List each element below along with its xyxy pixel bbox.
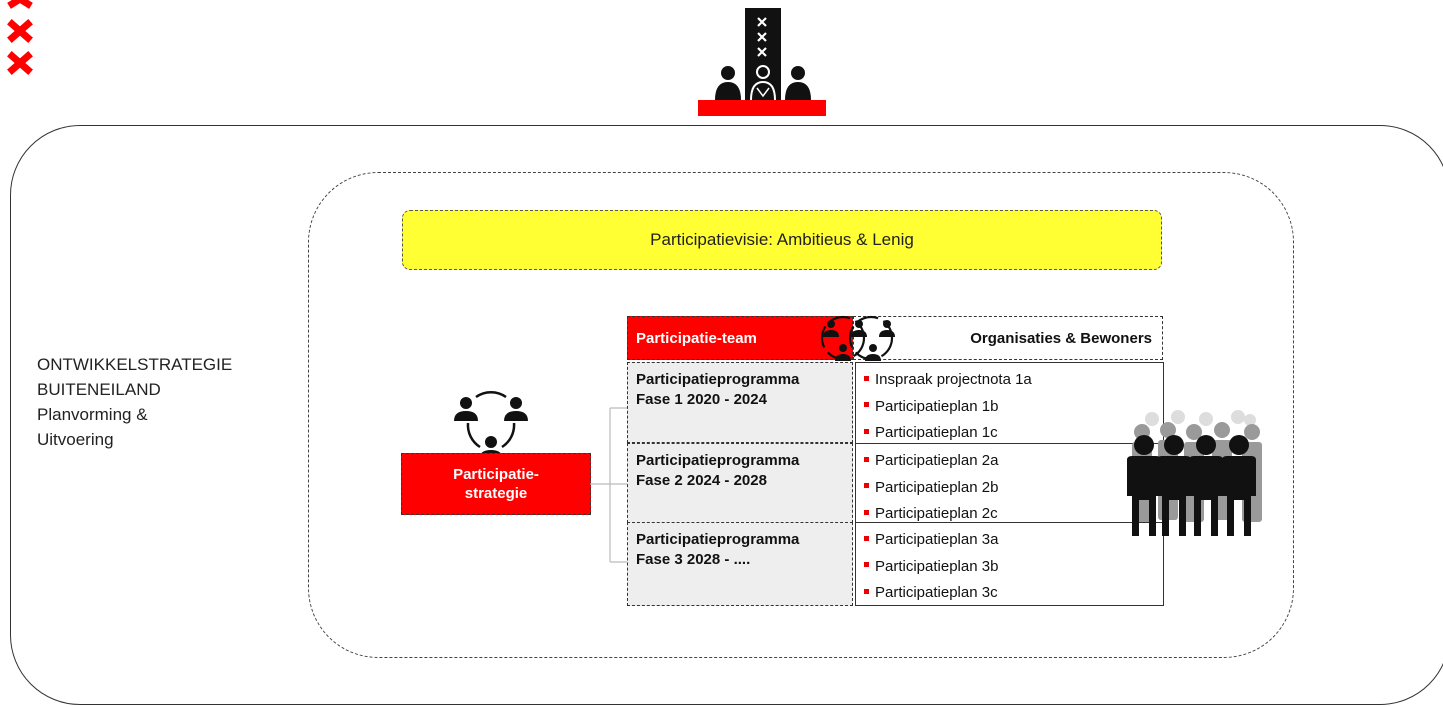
vision-label: Participatievisie: Ambitieus & Lenig xyxy=(650,230,914,249)
phase-1-period: Fase 1 2020 - 2024 xyxy=(636,391,767,408)
phase-1-title: Participatieprogramma xyxy=(636,371,800,388)
organisations-residents-box: Organisaties & Bewoners xyxy=(853,316,1163,360)
plan-label: Participatieplan 2c xyxy=(875,505,998,523)
phase-1-box: Participatieprogramma Fase 1 2020 - 2024 xyxy=(627,362,853,443)
participation-team-box: Participatie-team xyxy=(627,316,853,360)
plan-label: Inspraak projectnota 1a xyxy=(875,371,1032,389)
connector-lines xyxy=(590,400,630,570)
plan-label: Participatieplan 3c xyxy=(875,584,998,602)
plan-item: Participatieplan 1c xyxy=(864,420,1163,447)
plan-item: Participatieplan 2c xyxy=(864,501,1163,528)
plan-item: Participatieplan 3a xyxy=(864,527,1163,554)
phase-2-title: Participatieprogramma xyxy=(636,452,800,469)
phase-2-plans: Participatieplan 2a Participatieplan 2b … xyxy=(855,443,1164,523)
plan-label: Participatieplan 1c xyxy=(875,424,998,442)
team-connection-icon xyxy=(814,312,898,364)
plan-label: Participatieplan 2a xyxy=(875,452,999,470)
phase-2-box: Participatieprogramma Fase 2 2024 - 2028 xyxy=(627,443,853,523)
team-label: Participatie-team xyxy=(636,329,757,347)
participation-frame xyxy=(308,172,1294,658)
strategy-line-1: Participatie- xyxy=(453,466,539,483)
label-line-4: Uitvoering xyxy=(37,430,114,449)
phase-3-period: Fase 3 2028 - .... xyxy=(636,551,751,568)
council-podium-icon xyxy=(695,8,830,118)
plan-item: Participatieplan 1b xyxy=(864,394,1163,421)
plan-item: Participatieplan 2a xyxy=(864,448,1163,475)
phase-2-period: Fase 2 2024 - 2028 xyxy=(636,472,767,489)
phase-3-plans: Participatieplan 3a Participatieplan 3b … xyxy=(855,522,1164,606)
plan-label: Participatieplan 1b xyxy=(875,397,999,415)
plan-label: Participatieplan 3b xyxy=(875,557,999,575)
phase-3-box: Participatieprogramma Fase 3 2028 - .... xyxy=(627,522,853,606)
plan-item: Participatieplan 2b xyxy=(864,475,1163,502)
label-line-1: ONTWIKKELSTRATEGIE xyxy=(37,355,233,374)
phase-1-plans: Inspraak projectnota 1a Participatieplan… xyxy=(855,362,1164,445)
label-line-3: Planvorming & xyxy=(37,405,148,424)
participation-strategy-box: Participatie- strategie xyxy=(401,453,591,515)
plan-label: Participatieplan 2b xyxy=(875,478,999,496)
label-line-2: BUITENEILAND xyxy=(37,380,161,399)
phase-3-title: Participatieprogramma xyxy=(636,531,800,548)
plan-item: Inspraak projectnota 1a xyxy=(864,367,1163,394)
plan-item: Participatieplan 3b xyxy=(864,554,1163,581)
outer-frame xyxy=(10,125,1443,705)
crowd-icon xyxy=(1122,408,1272,540)
logo-icon xyxy=(0,0,40,80)
participation-vision-box: Participatievisie: Ambitieus & Lenig xyxy=(402,210,1162,270)
plan-label: Participatieplan 3a xyxy=(875,531,999,549)
development-strategy-label: ONTWIKKELSTRATEGIE BUITENEILAND Planvorm… xyxy=(37,352,287,452)
plan-item: Participatieplan 3c xyxy=(864,580,1163,607)
orgs-label: Organisaties & Bewoners xyxy=(970,329,1152,347)
strategy-line-2: strategie xyxy=(464,485,528,502)
